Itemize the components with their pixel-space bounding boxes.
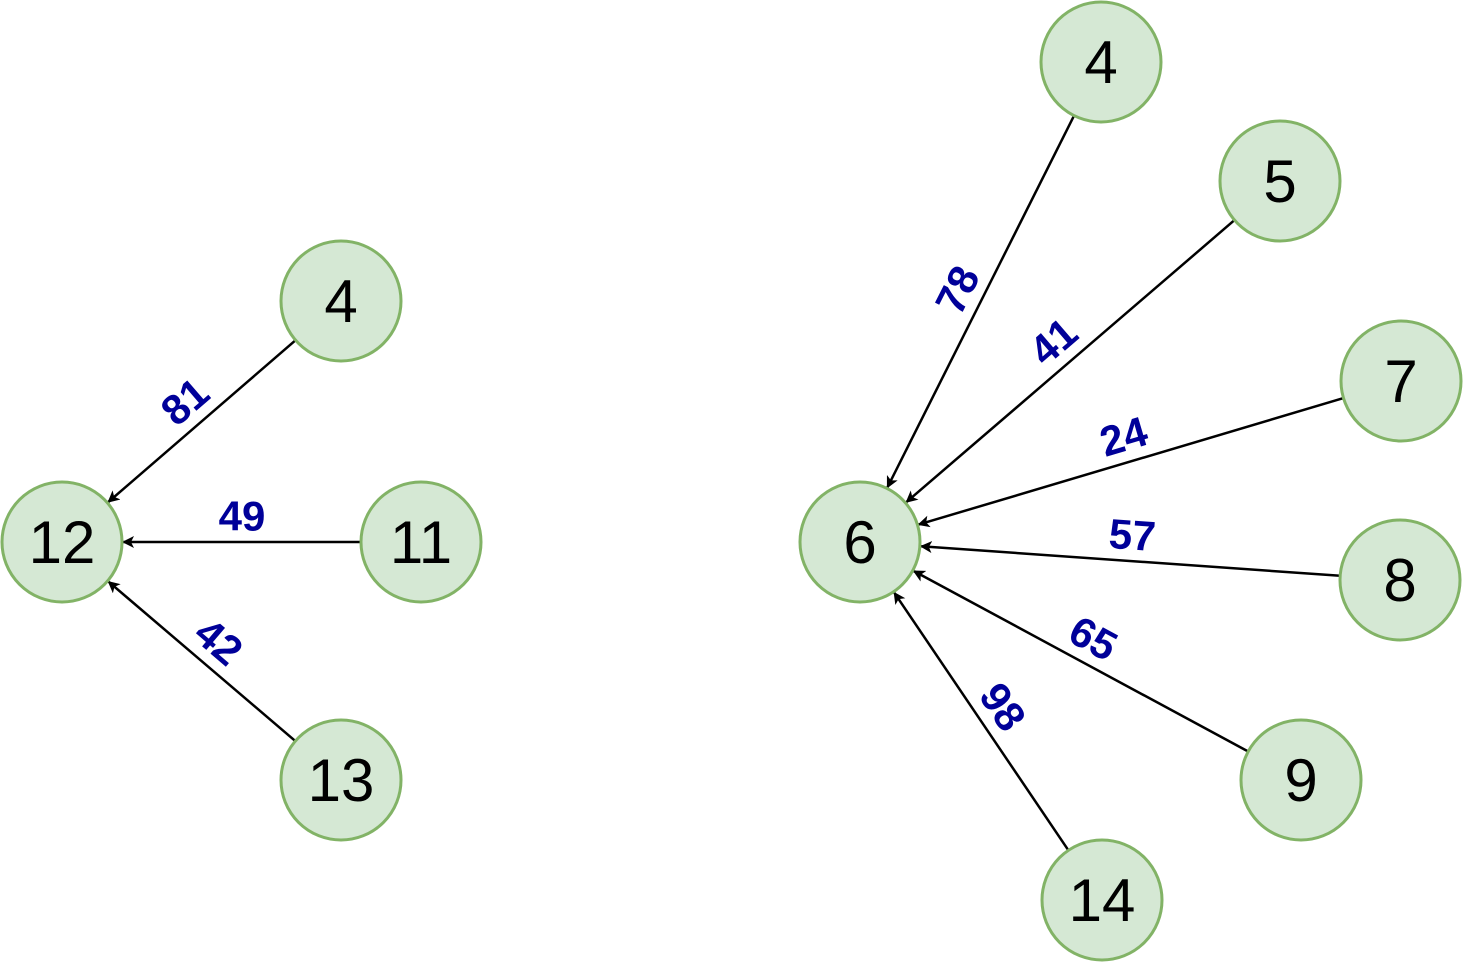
edge-arrow-9-to-6 [912, 569, 1249, 753]
edge-arrow-8-to-6 [919, 541, 1341, 578]
node-circle [1338, 518, 1462, 642]
edge-weight-label: 49 [219, 493, 266, 540]
node-label: 4 [324, 268, 357, 335]
node-circle [279, 718, 403, 842]
node-circle [1239, 718, 1363, 842]
edge-weight-label: 78 [926, 258, 989, 321]
edge-arrow-4-to-6 [886, 115, 1076, 489]
node-11: 11 [359, 480, 483, 604]
edge-weight-label: 42 [186, 609, 252, 675]
node-label: 7 [1384, 348, 1417, 415]
edge-weight-label: 41 [1020, 308, 1086, 374]
edge-weight-label: 81 [152, 368, 218, 434]
node-circle [359, 480, 483, 604]
node-label: 11 [390, 509, 452, 576]
node-circle [1039, 0, 1163, 124]
node-13: 13 [279, 718, 403, 842]
node-8: 8 [1338, 518, 1462, 642]
node-circle [0, 480, 124, 604]
node-label: 13 [308, 747, 375, 814]
node-label: 8 [1383, 547, 1416, 614]
edge-arrow-13-to-12 [107, 580, 297, 743]
node-circle [1040, 838, 1164, 962]
node-circle [279, 239, 403, 363]
edge-arrow-14-to-6 [893, 591, 1070, 851]
edge-weight-label: 65 [1062, 607, 1125, 671]
node-circle [798, 480, 922, 604]
node-4: 4 [1039, 0, 1163, 124]
edge-arrow-4-to-12 [107, 339, 297, 504]
node-12: 12 [0, 480, 124, 604]
node-9: 9 [1239, 718, 1363, 842]
edge-arrow-7-to-6 [917, 396, 1344, 528]
node-label: 14 [1069, 867, 1136, 934]
edge-weight-label: 57 [1107, 510, 1157, 560]
node-14: 14 [1040, 838, 1164, 962]
node-label: 9 [1284, 747, 1317, 814]
node-label: 4 [1084, 29, 1117, 96]
edge-weight-label: 98 [970, 674, 1035, 739]
edge-arrow-5-to-6 [905, 219, 1236, 504]
node-4: 4 [279, 239, 403, 363]
node-6: 6 [798, 480, 922, 604]
node-label: 12 [29, 509, 96, 576]
node-circle [1218, 119, 1342, 243]
node-5: 5 [1218, 119, 1342, 243]
node-7: 7 [1339, 319, 1463, 443]
node-label: 5 [1263, 148, 1296, 215]
node-label: 6 [843, 509, 876, 576]
node-circle [1339, 319, 1463, 443]
